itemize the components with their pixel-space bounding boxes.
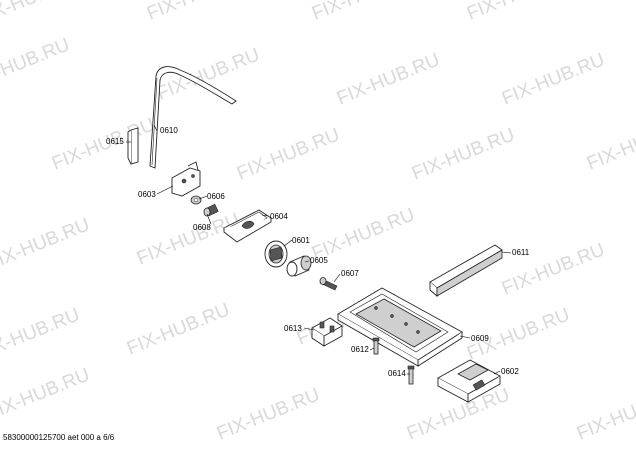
part-labels: 0610 0615 0603 0606 0608 0604 0601 0605 … (106, 126, 530, 378)
watermark: FIX-HUB.RU (499, 49, 608, 109)
label-0612: 0612 (351, 345, 369, 354)
watermark: FIX-HUB.RU (574, 384, 636, 444)
part-0601-knob-disc (264, 240, 288, 268)
watermark: FIX-HUB.RU (234, 124, 343, 184)
label-0601: 0601 (292, 236, 310, 245)
part-0603-plate (171, 161, 201, 197)
watermark: FIX-HUB.RU (309, 0, 418, 25)
document-footer: 58300000125700 aet 000 a 6/6 (3, 433, 115, 442)
part-0610-rod (149, 66, 237, 169)
part-0607-screw (319, 277, 338, 291)
part-0613-bracket (311, 317, 343, 347)
watermark: FIX-HUB.RU (0, 364, 93, 424)
label-0614: 0614 (388, 369, 406, 378)
watermark: FIX-HUB.RU (134, 209, 243, 269)
watermark: FIX-HUB.RU (0, 34, 73, 94)
label-0610: 0610 (160, 126, 178, 135)
label-0607: 0607 (341, 269, 359, 278)
part-0605-knob (286, 255, 312, 277)
label-0615: 0615 (106, 137, 124, 146)
label-0604: 0604 (270, 212, 288, 221)
label-0602: 0602 (501, 367, 519, 376)
watermark: FIX-HUB.RU (49, 114, 158, 174)
part-0604-escutcheon (223, 209, 272, 243)
watermark: FIX-HUB.RU (214, 384, 323, 444)
leader-lines (126, 124, 512, 375)
watermark: FIX-HUB.RU (124, 299, 233, 359)
label-0609: 0609 (471, 334, 489, 343)
part-0608-screw (203, 203, 219, 217)
label-0605: 0605 (310, 256, 328, 265)
watermark: FIX-HUB.RU (144, 0, 253, 25)
part-0606-grommet (190, 195, 202, 205)
label-0603: 0603 (138, 190, 156, 199)
label-0606: 0606 (207, 192, 225, 201)
part-0612-pin (372, 337, 380, 355)
watermark: FIX-HUB.RU (409, 124, 518, 184)
part-0615-clip (127, 127, 139, 165)
watermark: FIX-HUB.RU (334, 49, 443, 109)
part-0602-hinge (437, 359, 501, 403)
part-0609-tray (337, 287, 463, 367)
label-0611: 0611 (512, 248, 530, 257)
watermark: FIX-HUB.RU (0, 0, 83, 30)
part-0614-pin (407, 365, 415, 385)
label-0613: 0613 (284, 324, 302, 333)
watermark: FIX-HUB.RU (0, 214, 93, 274)
watermark: FIX-HUB.RU (0, 304, 83, 364)
watermark: FIX-HUB.RU (584, 114, 636, 174)
watermark: FIX-HUB.RU (464, 0, 573, 25)
part-0611-bar (429, 244, 503, 297)
watermark: FIX-HUB.RU (154, 44, 263, 104)
label-0608: 0608 (193, 223, 211, 232)
